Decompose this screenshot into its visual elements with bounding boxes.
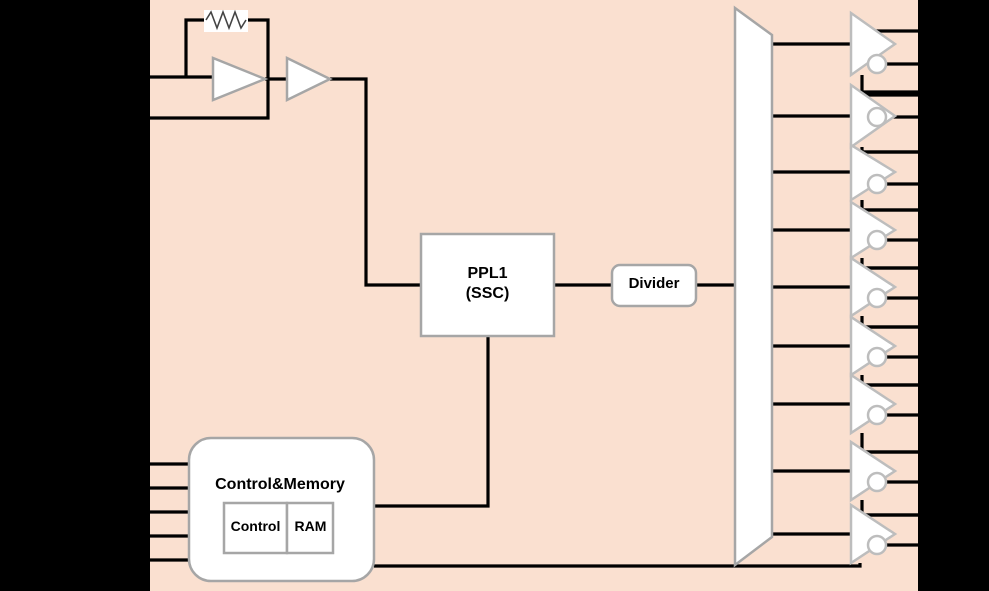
output-driver-bubble-3 [866, 173, 888, 195]
output-driver-bubble-5 [866, 287, 888, 309]
wire-xtal-out [150, 79, 270, 120]
wire-feedback-right [244, 18, 270, 79]
pll-block[interactable] [419, 232, 556, 338]
left-black-band [0, 0, 150, 591]
output-driver-bubble-6 [866, 346, 888, 368]
oscillator-buffer [285, 55, 333, 103]
output-driver-bubble-7 [866, 404, 888, 426]
output-driver-bubble-4 [866, 229, 888, 251]
output-driver-group [849, 10, 898, 566]
wire-pll-control [374, 336, 490, 508]
oscillator-amplifier [211, 56, 269, 102]
output-driver-bubble-8 [866, 471, 888, 493]
output-driver-bubble-9 [866, 534, 888, 556]
control-subblock[interactable] [222, 501, 289, 555]
divider-block[interactable] [610, 263, 698, 308]
wire-buffer-to-pll [330, 77, 421, 287]
wire-output-enable [374, 563, 862, 568]
right-black-band [918, 0, 989, 591]
output-distribution-trapezoid [733, 5, 774, 568]
output-driver-bubble-2 [866, 106, 888, 128]
ram-subblock[interactable] [285, 501, 335, 555]
feedback-resistor [204, 9, 248, 32]
wire-feedback-left [184, 18, 210, 77]
output-driver-bubble-1 [866, 53, 888, 75]
